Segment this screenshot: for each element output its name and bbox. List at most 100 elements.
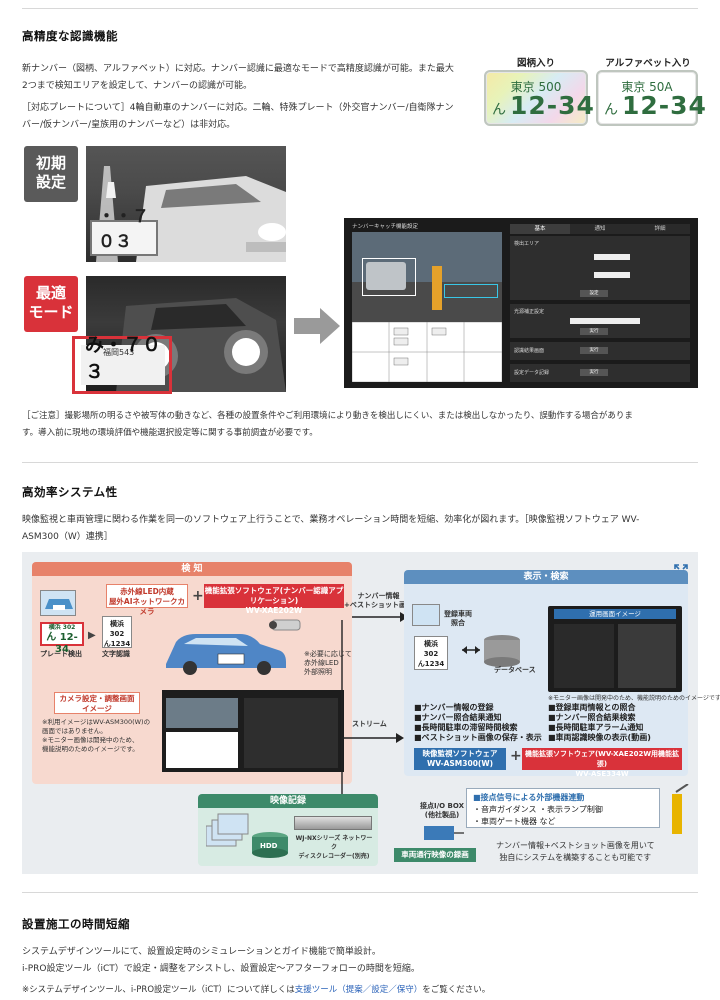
sw-area-1: [362, 258, 416, 296]
sw-tab-basic[interactable]: 基本: [510, 224, 570, 234]
system-p-line2: ASM300（W）連携］: [22, 532, 113, 542]
sw-tab-detail[interactable]: 詳細: [630, 224, 690, 234]
divider-top: [22, 8, 698, 9]
badge-initial-line1: 初期: [35, 154, 66, 172]
section-title-install: 設置施工の時間短縮: [22, 917, 130, 931]
badge-initial-line2: 設定: [35, 173, 66, 191]
arrow-right-icon: [294, 308, 340, 344]
ops-screen: 運用画面イメージ: [548, 606, 682, 692]
photo-optimal-plate-highlight: 福岡543 み・７０３: [72, 334, 172, 394]
search-text-2: ん1234: [417, 660, 445, 668]
io-box-label: 接点I/O BOX (他社製品): [420, 802, 464, 819]
sw-row-results: 認識結果画面 実行: [510, 342, 690, 360]
feature-left-1: ■ナンバー照合結果通知: [414, 713, 502, 722]
photo-optimal-plate-text: み・７０３: [85, 334, 162, 383]
io-item-2: ・車両ゲート機器 など: [473, 817, 556, 826]
panel-display: 表示・検索 登録車両 照合 データベース 横浜 302 ん1234 運用画面イメ…: [404, 570, 720, 778]
panel-record: 映像記録 HDD WJ-NXシリーズ ネットワーク ディスクレコーダー(別売): [198, 794, 378, 866]
search-text-1: 302: [423, 650, 439, 658]
database-icon: [462, 635, 520, 667]
recognition-paragraph-2: ［対応プレートについて］4輪自動車のナンバーに対応。二輪、特殊プレート（外交官ナ…: [22, 100, 462, 134]
sw-button-run-2[interactable]: 実行: [580, 347, 608, 354]
sw-results-grid: [351, 321, 503, 383]
feature-right-3: ■車両認識映像の表示(動画): [548, 733, 651, 742]
ops-screen-title: 運用画面イメージ: [554, 609, 676, 619]
sw-camera-car: [366, 262, 406, 290]
sw-row-area-label: 検出エリア: [514, 241, 540, 247]
install-paragraph: システムデザインツールにて、設置設定時のシミュレーションとガイド機能で簡単設計。…: [22, 944, 698, 978]
hdd-label: HDD: [260, 842, 278, 850]
sw-select-2[interactable]: [594, 272, 630, 278]
photo-optimal-plate: 福岡543 み・７０３: [81, 334, 165, 385]
database-label: データベース: [494, 666, 536, 674]
sw-button-set[interactable]: 設定: [580, 290, 608, 297]
camera-setup-view: [166, 698, 238, 728]
sw-results-grid-lines: [351, 321, 503, 383]
recognition-notice: ［ご注意］撮影場所の明るさや被写体の動きなど、各種の設置条件やご利用環境により動…: [22, 408, 698, 442]
plate-detect-label: プレート検出: [40, 650, 82, 658]
install-p-line2: i-PRO設定ツール（iCT）で設定・調整をアシストし、設置設定～アフターフォロ…: [22, 964, 420, 974]
stream-label: ストリーム: [352, 720, 387, 728]
photo-initial-setting: ・・７０３: [86, 146, 286, 262]
photo-initial-plate: ・・７０３: [90, 207, 158, 256]
panel-detect-header: 検 知: [32, 562, 352, 576]
plate-design-kana: ん: [492, 102, 507, 118]
plate-detect-top: 横浜 302: [48, 624, 76, 631]
arrow-info-label: ナンバー情報 +ベストショット画像: [344, 592, 414, 609]
registered-label: 登録車両 照合: [444, 610, 472, 627]
sw-button-run-1[interactable]: 実行: [580, 328, 608, 335]
sw-row-light: 光源補正設定 実行: [510, 304, 690, 338]
plate-alpha-caption: アルファベット入り: [605, 58, 691, 69]
panel-record-header: 映像記録: [198, 794, 378, 808]
recognition-p2-line1: ［対応プレートについて］4輪自動車のナンバーに対応。二輪、特殊プレート（外交官ナ…: [22, 103, 454, 113]
install-note-suffix: をご覧ください。: [422, 985, 491, 995]
feature-right-2: ■長時間駐車アラーム通知: [548, 723, 644, 732]
section-title-recognition: 高精度な認識機能: [22, 29, 118, 43]
text-recog-sample: 横浜 302 ん1234: [102, 616, 132, 648]
camera-setup-note: ※利用イメージはWV-ASM300(W)の 画面ではありません。 ※モニター画像…: [42, 718, 151, 753]
sw-title: ナンバーキャッチ機能設定: [352, 224, 419, 230]
recognition-p1-line2: 2つまで検知エリアを設定して、ナンバーの認識が可能。: [22, 81, 253, 91]
search-text-0: 横浜: [424, 640, 438, 648]
divider-install: [22, 892, 698, 893]
badge-optimal-line2: モード: [28, 303, 74, 321]
hdd-icon: [252, 832, 288, 858]
plus-icon-1: +: [192, 588, 204, 604]
feature-left-0: ■ナンバー情報の登録: [414, 703, 494, 712]
sw-row-area: 検出エリア 設定: [510, 236, 690, 300]
panel-display-header: 表示・検索: [404, 570, 688, 584]
sw-row-record: 設定データ記録 実行: [510, 364, 690, 382]
sw-camera-gate: [432, 266, 442, 310]
recognition-p2-line2: バー/仮ナンバー/皇族用のナンバーなど）は非対応。: [22, 120, 236, 130]
notice-line2: す。導入前に現地の環境評価や機能選択設定等に関する事前調査が必要です。: [22, 428, 318, 438]
plate-detect-sample: 横浜 302 ん 12-34: [40, 622, 84, 655]
sw-select-light[interactable]: [570, 318, 640, 324]
display-car-thumb: [412, 604, 440, 626]
sw-button-run-3[interactable]: 実行: [580, 369, 608, 376]
notice-line1: ［ご注意］撮影場所の明るさや被写体の動きなど、各種の設置条件やご利用環境により動…: [22, 411, 633, 421]
car-and-camera-illustration: [166, 619, 301, 675]
system-p-line1: 映像監視と車両管理に関わる作業を同一のソフトウェア上行うことで、業務オペレーショ…: [22, 515, 640, 525]
photo-optimal-plate-top: 福岡543: [103, 348, 135, 357]
software-settings-screenshot: ナンバーキャッチ機能設定 基本 通知 詳細 検出エリア 設定 光: [344, 218, 698, 388]
camera-setup-screenshot: [162, 690, 344, 772]
car-icon: [45, 599, 73, 610]
install-p-line1: システムデザインツールにて、設置設定時のシミュレーションとガイド機能で簡単設計。: [22, 947, 381, 957]
plate-alpha-kana: ん: [604, 102, 619, 118]
io-box-icon: [424, 826, 464, 840]
feature-left-3: ■ベストショット画像の保存・表示: [414, 733, 542, 742]
stacked-video-icon: [206, 813, 249, 847]
support-tools-link[interactable]: 支援ツール（提案／設定／保守）: [294, 985, 423, 995]
sw-tab-notify[interactable]: 通知: [570, 224, 630, 234]
text-recog-0: 横浜: [110, 620, 124, 628]
car-thumbnail: [40, 590, 76, 616]
gate-icon: [672, 784, 689, 834]
system-diagram: 検 知 赤外線LED内蔵 屋外AIネットワークカメラ + 機能拡張ソフトウェア(…: [22, 552, 720, 874]
arrow-small-1: ▶: [88, 630, 96, 641]
sw-camera-view: [352, 232, 502, 322]
plate-design-caption: 図柄入り: [516, 58, 555, 69]
io-item-0: ■接点信号による外部機器連動: [473, 793, 585, 802]
sw-select-1[interactable]: [594, 254, 630, 260]
recognition-p1-line1: 新ナンバー（図柄、アルファベット）に対応。ナンバー認識に最適なモードで高精度認識…: [22, 64, 454, 74]
